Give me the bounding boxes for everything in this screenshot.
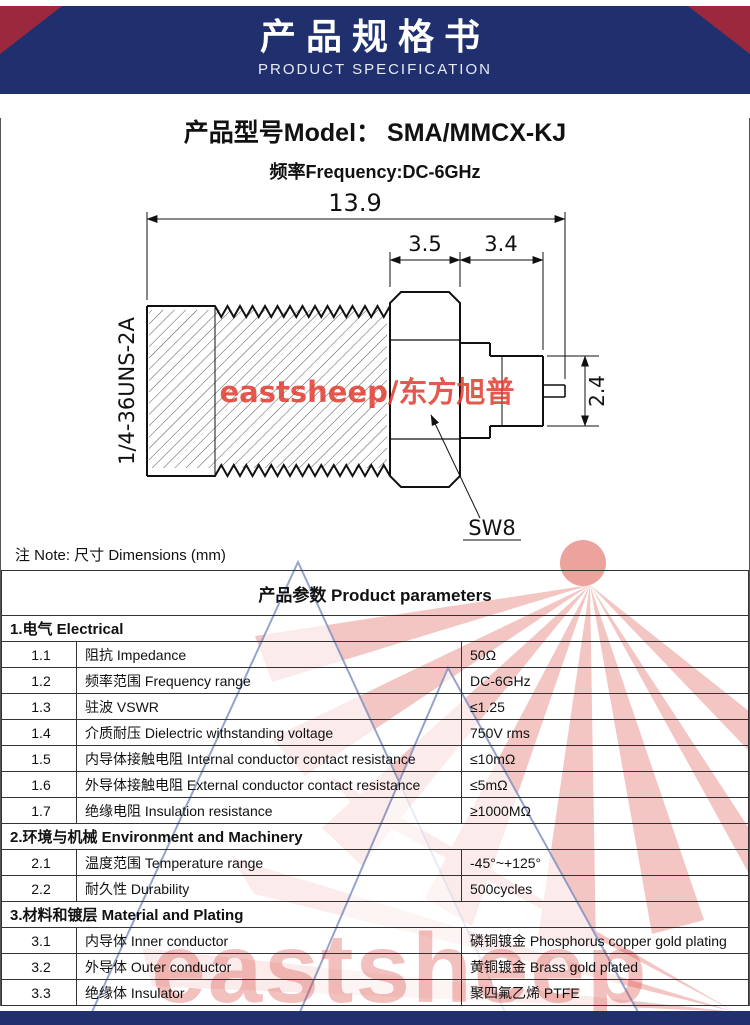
row-value: 磷铜镀金 Phosphorus copper gold plating — [461, 927, 749, 954]
table-row: 1.3 驻波 VSWR ≤1.25 — [1, 693, 749, 720]
dimensions-note: 注 Note: 尺寸 Dimensions (mm) — [15, 547, 226, 564]
row-parameter: 频率范围 Frequency range — [76, 667, 462, 694]
row-parameter: 内导体接触电阻 Internal conductor contact resis… — [76, 745, 462, 772]
row-parameter: 绝缘电阻 Insulation resistance — [76, 797, 462, 824]
section-heading-row: 2.环境与机械 Environment and Machinery — [1, 823, 749, 850]
row-value: ≤10mΩ — [461, 745, 749, 772]
row-number: 2.1 — [1, 849, 77, 876]
document-subtitle: PRODUCT SPECIFICATION — [258, 61, 492, 78]
model-value: SMA/MMCX-KJ — [387, 119, 567, 147]
table-row: 1.7 绝缘电阻 Insulation resistance ≥1000MΩ — [1, 797, 749, 824]
model-label: 产品型号Model： — [183, 119, 382, 147]
row-value: ≥1000MΩ — [461, 797, 749, 824]
row-value: ≤1.25 — [461, 693, 749, 720]
dim-tail-length-label: 3.4 — [484, 232, 517, 256]
section-heading: 2.环境与机械 Environment and Machinery — [1, 823, 749, 850]
table-row: 1.4 介质耐压 Dielectric withstanding voltage… — [1, 719, 749, 746]
row-number: 1.4 — [1, 719, 77, 746]
dimension-lines — [146, 212, 599, 541]
dim-tip-diameter-label: 2.4 — [585, 375, 609, 407]
document-body: 产品型号Model：SMA/MMCX-KJ 频率Frequency:DC-6GH… — [0, 118, 750, 1006]
row-parameter: 温度范围 Temperature range — [76, 849, 462, 876]
row-number: 1.7 — [1, 797, 77, 824]
row-number: 1.1 — [1, 641, 77, 668]
row-parameter: 介质耐压 Dielectric withstanding voltage — [76, 719, 462, 746]
row-parameter: 外导体 Outer conductor — [76, 953, 462, 980]
table-title-row: 产品参数 Product parameters — [1, 570, 749, 616]
row-value: DC-6GHz — [461, 667, 749, 694]
drawing-red-watermark: eastsheep/东方旭普 — [220, 375, 515, 409]
row-value: ≤5mΩ — [461, 771, 749, 798]
table-row: 2.1 温度范围 Temperature range -45°~+125° — [1, 849, 749, 876]
row-number: 3.1 — [1, 927, 77, 954]
row-value: 750V rms — [461, 719, 749, 746]
model-line: 产品型号Model：SMA/MMCX-KJ — [1, 118, 749, 148]
table-row: 1.5 内导体接触电阻 Internal conductor contact r… — [1, 745, 749, 772]
drawing-area: 13.9 3.5 3.4 2.4 1/4-36UNS-2A SW8 eastsh… — [1, 188, 749, 544]
row-number: 3.2 — [1, 953, 77, 980]
row-parameter: 耐久性 Durability — [76, 875, 462, 902]
dim-hex-length-label: 3.5 — [408, 232, 441, 256]
connector-thread-section — [146, 303, 391, 479]
document-header: 产品规格书 PRODUCT SPECIFICATION — [0, 6, 750, 94]
dim-overall-label: 13.9 — [328, 189, 381, 217]
row-value: 聚四氟乙烯 PTFE — [461, 979, 749, 1006]
row-value: 50Ω — [461, 641, 749, 668]
section-heading-row: 1.电气 Electrical — [1, 615, 749, 642]
row-number: 2.2 — [1, 875, 77, 902]
table-row: 1.1 阻抗 Impedance 50Ω — [1, 641, 749, 668]
frequency-line: 频率Frequency:DC-6GHz — [269, 162, 481, 182]
row-parameter: 外导体接触电阻 External conductor contact resis… — [76, 771, 462, 798]
row-parameter: 驻波 VSWR — [76, 693, 462, 720]
row-number: 1.3 — [1, 693, 77, 720]
table-row: 3.2 外导体 Outer conductor 黄铜镀金 Brass gold … — [1, 953, 749, 980]
row-number: 3.3 — [1, 979, 77, 1006]
table-row: 1.6 外导体接触电阻 External conductor contact r… — [1, 771, 749, 798]
table-row: 3.1 内导体 Inner conductor 磷铜镀金 Phosphorus … — [1, 927, 749, 954]
row-parameter: 阻抗 Impedance — [76, 641, 462, 668]
thread-spec-label: 1/4-36UNS-2A — [115, 316, 139, 464]
section-heading: 3.材料和镀层 Material and Plating — [1, 901, 749, 928]
section-heading: 1.电气 Electrical — [1, 615, 749, 642]
wrench-size-label: SW8 — [468, 516, 515, 540]
table-row: 1.2 频率范围 Frequency range DC-6GHz — [1, 667, 749, 694]
document-title: 产品规格书 — [259, 16, 490, 57]
section-heading-row: 3.材料和镀层 Material and Plating — [1, 901, 749, 928]
row-number: 1.5 — [1, 745, 77, 772]
table-row: 2.2 耐久性 Durability 500cycles — [1, 875, 749, 902]
parameters-table: 产品参数 Product parameters 1.电气 Electrical … — [1, 570, 749, 1006]
row-number: 1.2 — [1, 667, 77, 694]
row-number: 1.6 — [1, 771, 77, 798]
thread-hatching — [149, 310, 387, 468]
row-parameter: 内导体 Inner conductor — [76, 927, 462, 954]
row-value: 500cycles — [461, 875, 749, 902]
technical-drawing: 13.9 3.5 3.4 2.4 1/4-36UNS-2A SW8 eastsh… — [115, 189, 609, 541]
bottom-bar — [0, 1011, 750, 1025]
row-value: -45°~+125° — [461, 849, 749, 876]
row-parameter: 绝缘体 Insulator — [76, 979, 462, 1006]
table-row: 3.3 绝缘体 Insulator 聚四氟乙烯 PTFE — [1, 979, 749, 1006]
connector-tail-section — [460, 342, 566, 439]
row-value: 黄铜镀金 Brass gold plated — [461, 953, 749, 980]
table-title: 产品参数 Product parameters — [1, 570, 749, 616]
